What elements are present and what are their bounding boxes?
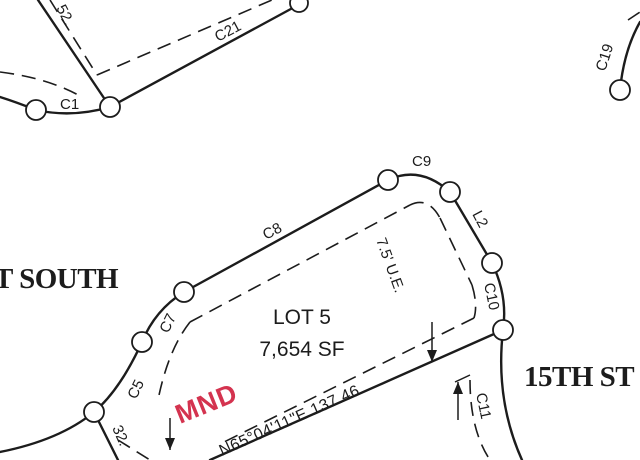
lot-area: 7,654 SF	[259, 338, 344, 361]
lot5-southeast-easement	[471, 284, 477, 319]
monument-c5-south	[83, 401, 105, 423]
label-c9: C9	[412, 153, 431, 170]
mnd-stamp: MND	[171, 378, 242, 430]
monument-c8-east	[377, 169, 399, 191]
monument-c21-end	[289, 0, 309, 13]
label-l2: L2	[468, 208, 491, 231]
lot-title: LOT 5	[273, 306, 331, 329]
monument-c9-l2	[439, 181, 461, 203]
upper-lot-west-easement	[49, 0, 98, 76]
label-c10: C10	[480, 281, 502, 311]
label-dim-bottom: 32.	[108, 423, 132, 449]
upper-lot-curve-easement	[0, 71, 81, 97]
monument-c1-west	[25, 99, 47, 121]
east-lot-easement	[627, 11, 640, 21]
label-c5: C5	[124, 377, 148, 402]
lot5-boundary-south	[208, 328, 505, 460]
label-c1: C1	[60, 96, 79, 113]
label-c11: C11	[472, 391, 494, 420]
upper-lot-west-line	[36, 0, 112, 109]
lot5-east-easement	[439, 217, 473, 286]
label-c21: C21	[212, 18, 244, 46]
street-name-south: T SOUTH	[0, 263, 119, 295]
lot5-boundary-l2	[448, 190, 494, 265]
label-c19: C19	[593, 42, 618, 73]
label-c7: C7	[156, 311, 180, 336]
monument-c8-west	[173, 281, 195, 303]
lot-width-arrowhead-left	[165, 438, 175, 450]
street-name-fifteenth: 15TH ST	[524, 361, 634, 393]
lot5-boundary-c5	[92, 340, 144, 414]
lot5-boundary-c8	[182, 178, 390, 294]
monument-c7-c5	[131, 331, 153, 353]
monument-l2-c10	[481, 252, 503, 274]
south-lot-easement	[117, 439, 151, 460]
lot5-corner-easement	[409, 201, 441, 219]
fifteenth-st-curve	[499, 328, 524, 460]
monument-c19	[609, 79, 631, 101]
south-line-bearing: N65°04'11"E 137.46	[217, 382, 363, 459]
upper-lot-c1-curve	[0, 95, 112, 115]
south-lot-curve	[0, 410, 96, 454]
lot5-north-easement	[189, 204, 411, 323]
monument-c1-east	[99, 96, 121, 118]
label-dim-top: 52.	[52, 2, 77, 28]
label-easement: 7.5' U.E.	[372, 236, 407, 295]
lot5-west-easement	[157, 321, 191, 401]
c11-bracket	[454, 374, 471, 383]
upper-lot-north-easement	[96, 0, 273, 76]
ue-arrowhead	[427, 350, 437, 362]
upper-lot-c21-line	[108, 2, 302, 109]
monument-c10-south	[492, 319, 514, 341]
fifteenth-st-easement	[469, 379, 491, 460]
lot-width-arrowhead-right	[453, 382, 463, 394]
